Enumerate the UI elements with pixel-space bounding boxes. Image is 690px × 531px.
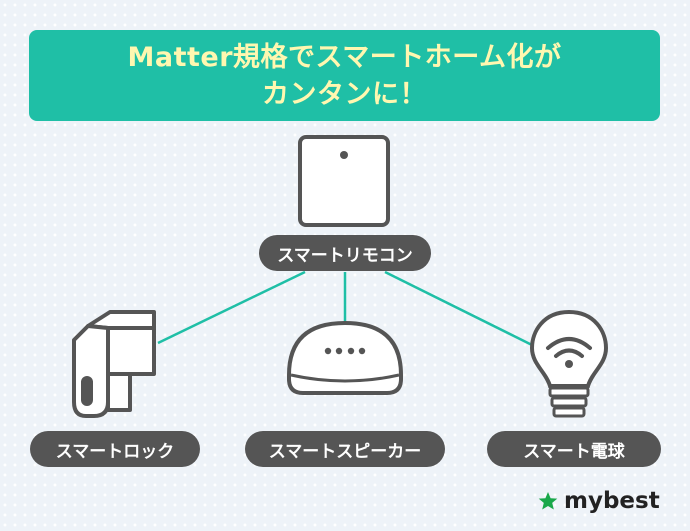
smart-lock-icon: [72, 310, 156, 418]
smart-bulb-icon: [529, 309, 609, 418]
star-icon: [538, 492, 558, 510]
label-smart-lock: スマートロック: [30, 431, 200, 467]
connector-hub-lock: [157, 270, 306, 345]
title-line-1: Matter規格でスマートホーム化が: [127, 41, 562, 73]
smart-speaker-icon: [287, 320, 403, 395]
title-banner: Matter規格でスマートホーム化が カンタンに！: [29, 30, 660, 121]
title-line-2: カンタンに！: [262, 78, 427, 110]
connector-hub-bulb: [384, 270, 533, 347]
label-smart-remote: スマートリモコン: [259, 235, 431, 271]
label-smart-bulb: スマート電球: [487, 431, 661, 467]
label-smart-speaker: スマートスピーカー: [245, 431, 445, 467]
smart-remote-icon: [298, 135, 390, 227]
brand-name: mybest: [564, 488, 660, 514]
brand-logo: mybest: [538, 486, 660, 516]
